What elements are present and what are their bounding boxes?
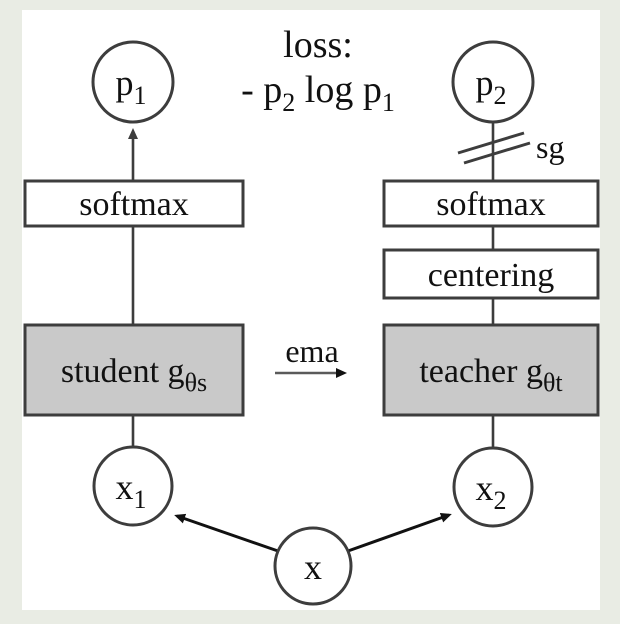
x-to-x1-arrow bbox=[174, 513, 279, 553]
node-x2-label: x2 bbox=[476, 468, 507, 515]
centering-block bbox=[382, 248, 600, 300]
node-x-label: x bbox=[304, 547, 322, 587]
node-x2-circle bbox=[452, 446, 534, 528]
sg-label: sg bbox=[536, 129, 564, 165]
x-to-x2-arrow bbox=[347, 512, 452, 553]
node-p2-circle bbox=[451, 40, 535, 124]
softmax-right-label: softmax bbox=[436, 186, 546, 223]
softmax-left-label: softmax bbox=[79, 186, 189, 223]
teacher-label: teacher gθt bbox=[419, 353, 563, 397]
centering-label: centering bbox=[428, 257, 555, 294]
loss-formula: - p2 log p1 bbox=[241, 69, 395, 117]
loss-title: loss: bbox=[283, 24, 353, 66]
ema-label: ema bbox=[285, 333, 338, 369]
node-p2-label: p2 bbox=[476, 63, 507, 110]
student-label: student gθs bbox=[61, 353, 207, 397]
node-x1-label: x1 bbox=[116, 467, 147, 514]
node-x-circle bbox=[273, 526, 353, 606]
student-block bbox=[23, 323, 245, 417]
stop-gradient-icon bbox=[457, 131, 531, 165]
node-p1-label: p1 bbox=[116, 63, 147, 110]
node-p1-circle bbox=[91, 40, 175, 124]
softmax-left-block bbox=[23, 179, 245, 228]
node-x1-circle bbox=[92, 445, 174, 527]
teacher-block bbox=[382, 323, 600, 417]
softmax-right-block bbox=[382, 179, 600, 228]
